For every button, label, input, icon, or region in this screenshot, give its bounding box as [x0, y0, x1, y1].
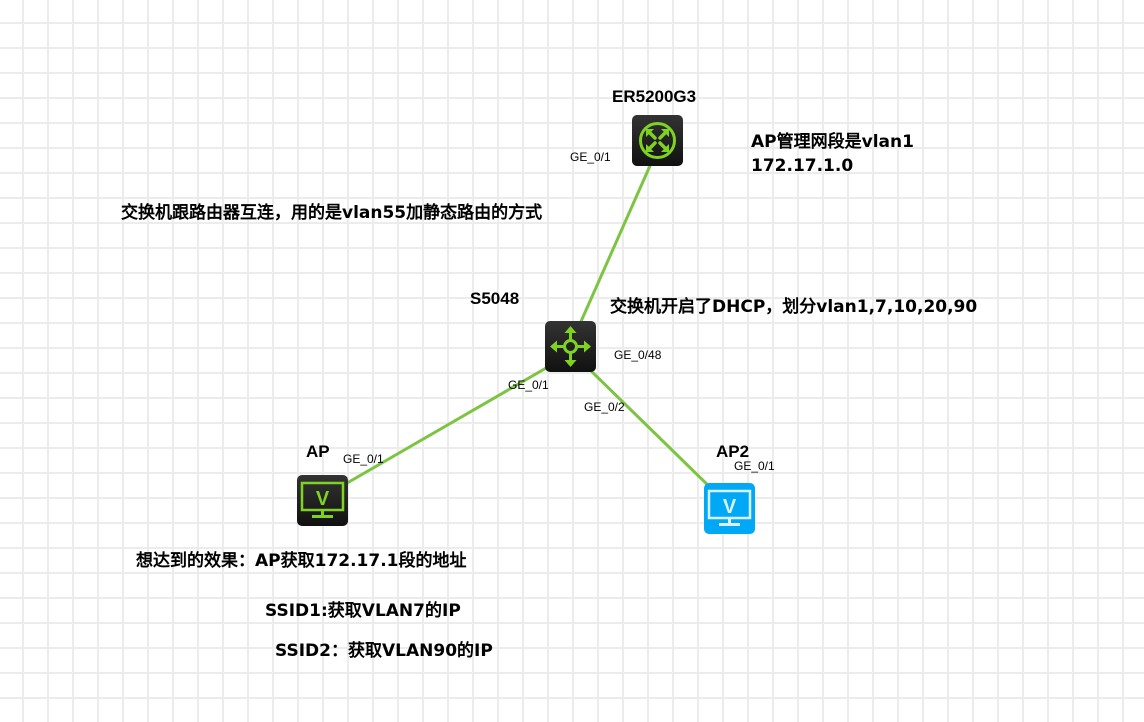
svg-text:V: V [316, 488, 330, 510]
router-port-label: GE_0/1 [570, 150, 611, 164]
switch-port-ge01: GE_0/1 [508, 378, 549, 392]
switch-label: S5048 [470, 289, 520, 308]
switch-port-ge02: GE_0/2 [584, 400, 625, 414]
ssid2-note: SSID2：获取VLAN90的IP [275, 641, 493, 661]
link-router-switch [573, 149, 659, 336]
ap-mgmt-note-line2: 172.17.1.0 [751, 156, 854, 176]
interconnect-note: 交换机跟路由器互连，用的是vlan55加静态路由的方式 [121, 203, 543, 223]
ssid1-note: SSID1:获取VLAN7的IP [265, 601, 461, 621]
ap2-port-label: GE_0/1 [734, 459, 775, 473]
ap-port-label: GE_0/1 [343, 452, 384, 466]
switch-device[interactable] [545, 321, 596, 372]
dhcp-note: 交换机开启了DHCP，划分vlan1,7,10,20,90 [610, 297, 978, 317]
switch-port-ge048: GE_0/48 [614, 348, 662, 362]
router-icon [639, 122, 676, 159]
link-switch-ap [334, 358, 561, 492]
ap-device[interactable]: V [297, 475, 348, 526]
router-device[interactable] [632, 115, 683, 166]
ap-mgmt-note-line1: AP管理网段是vlan1 [751, 132, 914, 152]
link-switch-ap2 [583, 363, 720, 497]
ap-label: AP [306, 442, 330, 461]
ap2-label: AP2 [716, 442, 750, 461]
goal-note: 想达到的效果：AP获取172.17.1段的地址 [136, 551, 467, 571]
ap2-monitor-icon: V [707, 489, 752, 526]
router-label: ER5200G3 [612, 87, 697, 106]
switch-icon [550, 326, 591, 367]
ap2-device[interactable]: V [704, 483, 755, 534]
svg-text:V: V [723, 496, 737, 518]
ap-monitor-icon: V [300, 481, 345, 518]
